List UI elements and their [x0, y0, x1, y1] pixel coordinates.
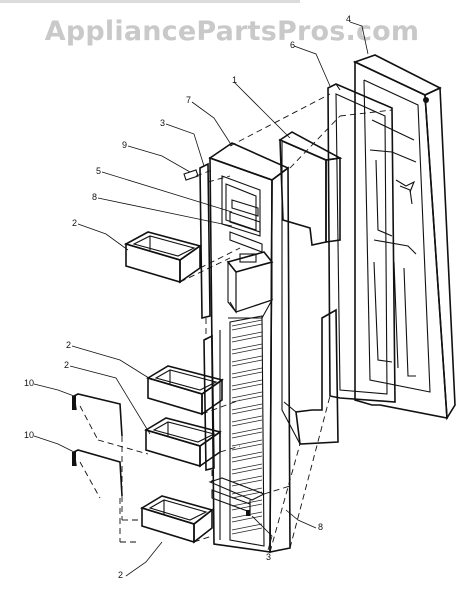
shelf-rib-edge	[231, 443, 263, 451]
shelf-rib-edge	[231, 467, 263, 475]
side-rail-upper	[199, 162, 211, 320]
retainer-bar-lower	[72, 449, 123, 497]
alignment-lines	[79, 93, 393, 553]
callout-7: 7	[186, 95, 191, 105]
door-gasket	[327, 83, 396, 403]
shelf-rib	[231, 403, 263, 411]
callout-2-lower: 2	[118, 570, 123, 580]
callout-3-lower: 3	[266, 552, 271, 562]
callout-10-lower: 10	[24, 430, 34, 440]
shelf-rib	[231, 391, 263, 399]
shelf-rib-edge	[231, 419, 263, 427]
door-bin-middle-1	[146, 365, 224, 416]
shelf-rib-edge	[231, 407, 263, 415]
callout-5: 5	[96, 166, 101, 176]
shelf-rib-edge	[231, 515, 263, 523]
shelf-rib	[231, 379, 263, 387]
shelf-rib-hatching	[231, 319, 263, 535]
door-bin-middle-2	[144, 417, 222, 468]
callout-8-upper: 8	[92, 192, 97, 202]
scan-top-strip	[0, 0, 300, 3]
shelf-rib-edge	[231, 479, 263, 487]
callout-10-upper: 10	[24, 378, 34, 388]
callout-2-middle-2: 2	[64, 360, 69, 370]
shelf-rib-edge	[231, 371, 263, 379]
clip-part	[183, 169, 199, 181]
shelf-rib-edge	[231, 395, 263, 403]
inner-liner-panel	[278, 131, 343, 445]
shelf-rib-edge	[231, 359, 263, 367]
shelf-rib	[231, 475, 263, 483]
callout-8-lower: 8	[318, 522, 323, 532]
shelf-rib	[231, 367, 263, 375]
shelf-rib-edge	[231, 491, 263, 499]
callout-2-middle-1: 2	[66, 340, 71, 350]
shelf-rib-edge	[231, 335, 263, 343]
door-bin-upper	[123, 231, 202, 284]
shelf-rib-edge	[231, 347, 263, 355]
shelf-rib-edge	[231, 383, 263, 391]
shelf-rib	[231, 439, 263, 447]
shelf-rib	[231, 427, 263, 435]
shelf-rib	[231, 331, 263, 339]
callout-1: 1	[232, 75, 237, 85]
shelf-rib	[231, 463, 263, 471]
shelf-rib-edge	[231, 455, 263, 463]
callout-leaders	[33, 21, 369, 577]
outer-door-panel	[352, 54, 456, 421]
shelf-rib	[231, 343, 263, 351]
shelf-rib	[231, 451, 263, 459]
shelf-rib	[231, 319, 263, 327]
shelf-rib-edge	[231, 431, 263, 439]
callout-2-upper: 2	[72, 218, 77, 228]
callout-9: 9	[122, 140, 127, 150]
screw-part	[246, 510, 250, 516]
shelf-rib-edge	[231, 527, 263, 535]
shelf-rib	[231, 415, 263, 423]
shelf-rib	[231, 355, 263, 363]
shelf-rib	[231, 523, 263, 531]
callout-labels: 4 6 1 7 3 9 5 8 2 2 2 10 10 2 3 8	[24, 14, 351, 580]
callout-3-upper: 3	[160, 118, 165, 128]
side-rail-lower	[203, 334, 215, 472]
upper-trim-parts	[229, 199, 263, 253]
shelf-rib-edge	[231, 503, 263, 511]
callout-4: 4	[346, 14, 351, 24]
shelf-rib-edge	[231, 323, 263, 331]
retainer-bar-upper	[72, 393, 123, 437]
watermark-text: AppliancePartsPros.com	[45, 16, 419, 47]
callout-6: 6	[290, 40, 295, 50]
door-bin-lower	[140, 495, 214, 544]
